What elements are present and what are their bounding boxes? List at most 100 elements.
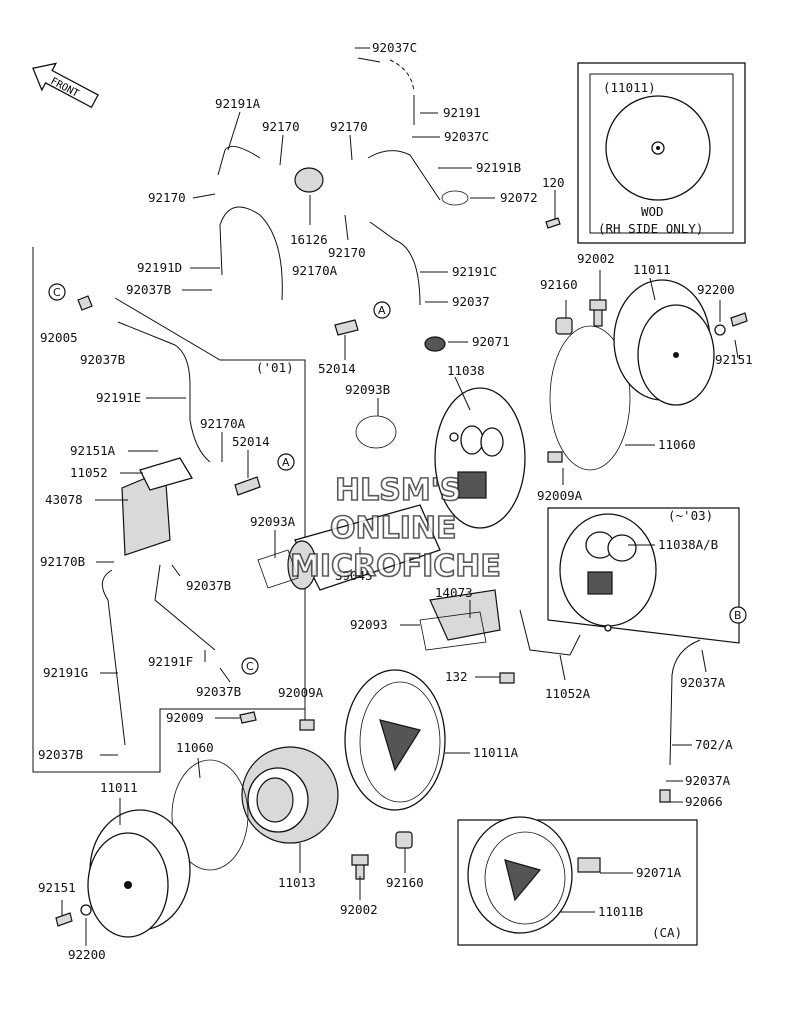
label-14073: 14073	[435, 585, 473, 600]
ref-circle-c-upper: C	[48, 283, 66, 301]
fitting-92005	[77, 295, 93, 311]
label-11011-2: 11011	[100, 780, 138, 795]
bolt-92002-upper	[589, 299, 607, 327]
inset-03-box: (~'03)	[547, 507, 740, 644]
bolt-120	[545, 217, 561, 229]
joint-52014-lower	[234, 476, 261, 496]
label-92170-1: 92170	[262, 119, 300, 134]
bracket-11052A	[519, 609, 581, 656]
label-92066: 92066	[685, 794, 723, 809]
label-43078: 43078	[45, 492, 83, 507]
label-92191B: 92191B	[476, 160, 521, 175]
hose-92191F	[154, 564, 216, 651]
duct-39045	[287, 504, 441, 591]
label-92009A-2: 92009A	[278, 685, 324, 700]
label-92037B-1: 92037B	[126, 282, 171, 297]
ref-circle-b: B	[729, 606, 747, 624]
bolt-92002-lower	[351, 854, 369, 880]
fitting-92066	[659, 789, 671, 803]
label-52014-2: 52014	[232, 434, 270, 449]
label-92191: 92191	[443, 105, 481, 120]
label-92170-2: 92170	[330, 119, 368, 134]
inset-ca-title: (CA)	[652, 925, 682, 940]
cover-11011-lower	[87, 809, 191, 938]
svg-text:A: A	[282, 456, 290, 469]
label-92002-1: 92002	[577, 251, 615, 266]
label-92151A: 92151A	[70, 443, 116, 458]
label-39045: 39045	[335, 568, 373, 583]
label-92170B: 92170B	[40, 554, 85, 569]
svg-text:C: C	[53, 286, 61, 299]
label-92191F: 92191F	[148, 654, 193, 669]
inset-wod-caption-2: (RH SIDE ONLY)	[598, 221, 703, 236]
hose-92191B	[367, 150, 441, 201]
hose-92191E	[117, 321, 211, 463]
grommet-92071	[424, 336, 446, 352]
part-labels: 92037C 92191 92037C 92191A 92170 92170 9…	[38, 40, 753, 962]
label-92037B-4: 92037B	[196, 684, 241, 699]
label-132: 132	[445, 669, 468, 684]
label-92200-1: 92200	[697, 282, 735, 297]
collar-92160-lower	[395, 831, 413, 849]
label-92005: 92005	[40, 330, 78, 345]
svg-text:A: A	[378, 304, 386, 317]
label-92200-2: 92200	[68, 947, 106, 962]
label-11013: 11013	[278, 875, 316, 890]
label-11011B: 11011B	[598, 904, 643, 919]
watermark-line-1: HLSM'S	[335, 473, 461, 508]
label-52014-1: 52014	[318, 361, 356, 376]
bolt-92009A-upper	[547, 451, 563, 463]
label-92071A: 92071A	[636, 865, 682, 880]
hose-92191G	[101, 569, 126, 746]
label-92170A-2: 92170A	[200, 416, 246, 431]
label-92170-4: 92170	[328, 245, 366, 260]
leader-lines	[61, 47, 739, 946]
washer-92200-lower	[80, 904, 92, 916]
ref-circle-a-upper: A	[373, 301, 391, 319]
inset-wod-box: (11011) WOD (RH SIDE ONLY)	[577, 62, 746, 244]
label-16126: 16126	[290, 232, 328, 247]
ref-circle-a-lower: A	[277, 453, 295, 471]
hose-92191D	[219, 206, 283, 301]
label-92072: 92072	[500, 190, 538, 205]
label-11052A: 11052A	[545, 686, 591, 701]
breather-16126	[294, 167, 324, 193]
label-92071: 92071	[472, 334, 510, 349]
hose-92191C	[369, 221, 421, 306]
label-92037C-a: 92037C	[372, 40, 417, 55]
inset-01-box: ('01)	[32, 247, 306, 773]
bolt-92151-upper	[730, 312, 748, 327]
inset-wod-title: (11011)	[603, 80, 656, 95]
inset-ca-box: (CA)	[457, 816, 698, 946]
gasket-11060-lower	[171, 759, 249, 871]
label-92093B: 92093B	[345, 382, 390, 397]
inset-03-title: (~'03)	[668, 508, 713, 523]
ref-circle-c-lower: C	[241, 657, 259, 675]
label-120: 120	[542, 175, 565, 190]
label-92170-3: 92170	[148, 190, 186, 205]
backing-plate-11038	[434, 387, 526, 529]
label-92037B-2: 92037B	[80, 352, 125, 367]
hose-702A	[669, 639, 701, 766]
label-92037: 92037	[452, 294, 490, 309]
label-92191G: 92191G	[43, 665, 88, 680]
watermark-line-2: ONLINE	[330, 511, 457, 546]
hose-92191	[357, 57, 415, 125]
gasket-11060-upper	[549, 325, 631, 471]
label-11060-1: 11060	[658, 437, 696, 452]
bolt-92009A-lower	[299, 719, 315, 731]
label-11038: 11038	[447, 363, 485, 378]
label-92151-1: 92151	[715, 352, 753, 367]
label-92160-1: 92160	[540, 277, 578, 292]
hose-dashed-link	[389, 59, 415, 93]
label-92009A-1: 92009A	[537, 488, 583, 503]
label-92160-2: 92160	[386, 875, 424, 890]
label-92002-2: 92002	[340, 902, 378, 917]
front-arrow: FRONT	[32, 62, 99, 109]
label-92037A-1: 92037A	[680, 675, 726, 690]
label-92037A-2: 92037A	[685, 773, 731, 788]
inset-wod-caption: WOD	[641, 204, 664, 219]
collar-92160-upper	[555, 317, 573, 335]
label-92191C: 92191C	[452, 264, 497, 279]
